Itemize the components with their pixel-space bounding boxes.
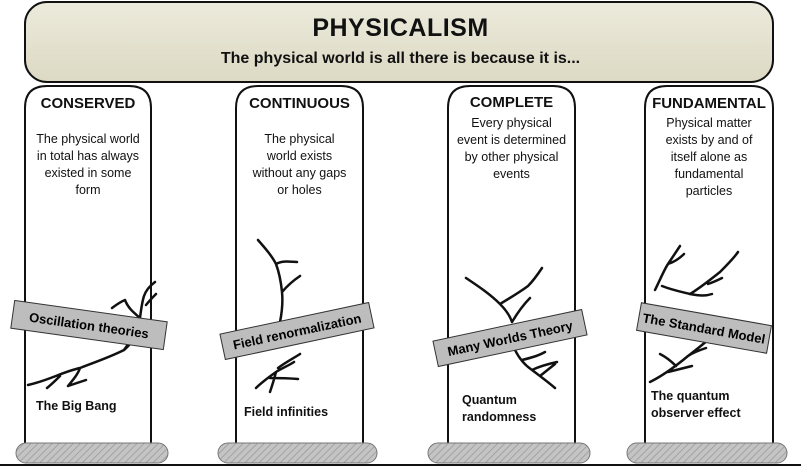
plaque-oscillation-theories: Oscillation theories (10, 299, 168, 351)
bottom-label-continuous: Field infinities (244, 404, 328, 421)
description-line: in total has always (36, 149, 140, 163)
column-description-complete: Every physical event is determined by ot… (448, 115, 575, 183)
description-line: Physical matter (666, 116, 752, 130)
bottom-label-fundamental: The quantum observer effect (651, 388, 741, 422)
bottom-line: randomness (462, 410, 537, 424)
column-title-fundamental: FUNDAMENTAL (652, 95, 766, 112)
pillar-fundamental (644, 85, 774, 445)
bottom-line: observer effect (651, 406, 741, 420)
bottom-line: The Big Bang (36, 399, 117, 413)
description-line: or holes (277, 183, 322, 197)
description-line: Every physical (471, 116, 552, 130)
pillar-base-fundamental (626, 442, 788, 464)
description-line: world exists (266, 149, 333, 163)
banner-title: PHYSICALISM (312, 14, 489, 42)
column-description-fundamental: Physical matter exists by and of itself … (645, 115, 773, 200)
banner-subtitle: The physical world is all there is becau… (220, 50, 581, 67)
description-line: by other physical (464, 150, 559, 164)
description-line: The physical world (36, 132, 140, 146)
crack-complete (464, 266, 559, 390)
description-line: exists by and of (665, 133, 753, 147)
column-title-continuous: CONTINUOUS (249, 95, 350, 112)
description-line: form (75, 183, 101, 197)
description-line: fundamental (674, 167, 744, 181)
column-description-continuous: The physical world exists without any ga… (236, 131, 363, 199)
crack-fundamental (648, 244, 740, 384)
description-line: event is determined (456, 133, 567, 147)
column-title-conserved: CONSERVED (40, 95, 136, 112)
pillar-continuous (235, 85, 364, 445)
description-line: events (493, 167, 530, 181)
banner-stone (24, 1, 774, 83)
pillar-base-conserved (15, 442, 169, 464)
bottom-label-complete: Quantum randomness (462, 392, 536, 426)
bottom-label-conserved: The Big Bang (36, 398, 117, 415)
description-line: particles (685, 184, 733, 198)
bottom-line: Quantum (462, 393, 517, 407)
description-line: The physical (264, 132, 335, 146)
crack-continuous (254, 238, 302, 394)
description-line: itself alone as (670, 150, 748, 164)
description-line: without any gaps (252, 166, 347, 180)
pillar-conserved (24, 85, 152, 445)
pillar-base-complete (427, 442, 591, 464)
column-title-complete: COMPLETE (469, 94, 554, 111)
bottom-line: Field infinities (244, 405, 329, 419)
description-line: existed in some (44, 166, 132, 180)
bottom-line: The quantum (651, 389, 730, 403)
pillar-base-continuous (217, 442, 378, 464)
column-description-conserved: The physical world in total has always e… (25, 131, 151, 199)
